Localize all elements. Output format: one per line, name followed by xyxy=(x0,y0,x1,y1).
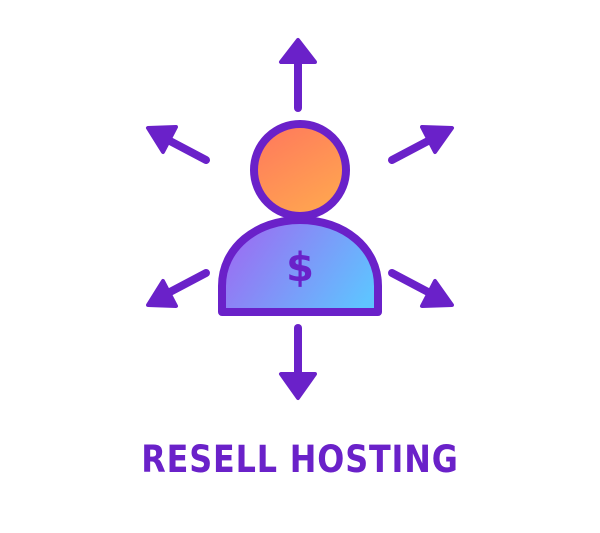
person-head xyxy=(250,120,350,220)
arrow-up-left-icon xyxy=(146,125,210,164)
arrow-up-right-icon xyxy=(388,125,454,164)
person-with-dollar-icon: $ xyxy=(218,120,382,316)
arrow-up-icon xyxy=(279,38,317,112)
caption-title: RESELL HOSTING xyxy=(141,438,459,481)
dollar-sign-icon: $ xyxy=(286,245,314,291)
arrow-down-left-icon xyxy=(146,269,210,308)
arrow-down-icon xyxy=(279,324,317,400)
person-body xyxy=(218,216,382,316)
arrow-down-right-icon xyxy=(388,269,454,308)
